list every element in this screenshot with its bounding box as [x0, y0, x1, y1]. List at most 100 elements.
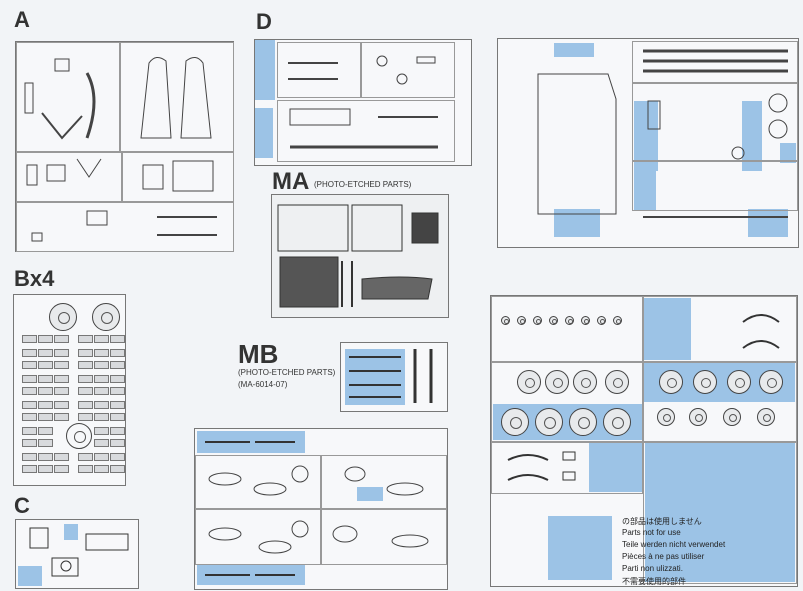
- sprue-b-idler-2: [92, 303, 120, 331]
- sprue-mb-parts: [349, 349, 433, 403]
- track-link: [22, 387, 37, 395]
- track-link: [78, 413, 93, 421]
- hull-panel-rails: [632, 41, 798, 83]
- track-link: [38, 427, 53, 435]
- figures-unused-2: [357, 487, 383, 501]
- track-link: [38, 361, 53, 369]
- sprue-d-unused-1: [255, 40, 275, 100]
- road-wheel: [603, 408, 631, 436]
- sprue-label-c: C: [14, 493, 30, 518]
- track-link: [94, 465, 109, 473]
- track-link: [54, 401, 69, 409]
- sprue-d-parts-1: [288, 62, 338, 80]
- track-link: [94, 453, 109, 461]
- road-wheel: [501, 408, 529, 436]
- sprue-a-panel-1: [16, 42, 120, 152]
- track-link: [94, 439, 109, 447]
- hull-unused-4: [742, 101, 762, 171]
- sprue-hull: [497, 38, 799, 248]
- track-link: [38, 465, 53, 473]
- legend-line-it: Parti non ulizzati.: [622, 564, 683, 573]
- track-link: [22, 361, 37, 369]
- road-wheel: [549, 316, 558, 325]
- sprue-label-d: D: [256, 9, 272, 34]
- track-link: [110, 335, 125, 343]
- sprue-d-parts-3: [289, 108, 438, 149]
- figures-panel-c: [321, 455, 447, 509]
- sprue-mb: [340, 342, 448, 412]
- track-link: [54, 349, 69, 357]
- wheels-parts-spades: [742, 314, 780, 349]
- sprue-b-center-gate: [66, 423, 92, 449]
- road-wheel: [569, 408, 597, 436]
- hull-unused-7: [748, 209, 788, 237]
- figures-panel-a: [195, 455, 321, 509]
- sprue-a-panel-5: [16, 202, 234, 252]
- track-link: [110, 387, 125, 395]
- road-wheel: [613, 316, 622, 325]
- figures-panel-b: [195, 509, 321, 565]
- track-link: [110, 439, 125, 447]
- road-wheel: [535, 408, 563, 436]
- track-link: [78, 335, 93, 343]
- track-link: [54, 361, 69, 369]
- track-link: [22, 401, 37, 409]
- sprue-a-parts-5: [31, 210, 217, 242]
- sprue-d-panel-2: [361, 42, 455, 98]
- track-link: [78, 349, 93, 357]
- track-link: [22, 453, 37, 461]
- track-link: [22, 335, 37, 343]
- sprue-a-panel-3: [16, 152, 122, 202]
- hull-unused-5: [780, 143, 796, 163]
- track-link: [54, 335, 69, 343]
- sprue-a-fenders: [140, 57, 212, 139]
- hull-parts: [537, 49, 788, 218]
- hull-panel-small: [632, 161, 798, 211]
- sprue-mb-unused: [345, 349, 405, 405]
- track-link: [110, 349, 125, 357]
- wheels-parts-bottom: [507, 451, 576, 481]
- road-wheel: [501, 316, 510, 325]
- track-link: [38, 401, 53, 409]
- figures-unused-1: [197, 431, 305, 453]
- wheels-panel-2: [643, 296, 797, 362]
- road-wheel: [573, 370, 597, 394]
- track-link: [110, 427, 125, 435]
- sprue-c: [15, 519, 139, 589]
- wheels-panel-3: [491, 362, 643, 442]
- track-link: [54, 375, 69, 383]
- track-link: [78, 401, 93, 409]
- road-wheel: [605, 370, 629, 394]
- sprue-figures: [194, 428, 448, 590]
- hull-unused-1: [554, 43, 594, 57]
- sprue-label-mb: MB: [238, 339, 279, 369]
- track-link: [38, 349, 53, 357]
- road-wheel: [597, 316, 606, 325]
- sprue-a-panel-4: [122, 152, 234, 202]
- track-link: [94, 401, 109, 409]
- track-link: [22, 427, 37, 435]
- sprue-a-parts-3: [26, 158, 102, 186]
- track-link: [94, 413, 109, 421]
- track-link: [22, 349, 37, 357]
- road-wheel: [517, 370, 541, 394]
- track-link: [54, 465, 69, 473]
- legend-swatch: [548, 516, 612, 580]
- road-wheel: [693, 370, 717, 394]
- legend-line-fr: Pièces à ne pas utiliser: [622, 552, 705, 561]
- sprue-label-ma: MA: [272, 168, 310, 195]
- sprue-label-a: A: [14, 7, 30, 32]
- sprue-ma-fret: [277, 204, 439, 308]
- road-wheel: [517, 316, 526, 325]
- sprue-b: [13, 294, 126, 486]
- track-link: [78, 465, 93, 473]
- mb-subtitle: (PHOTO-ETCHED PARTS): [238, 368, 336, 377]
- legend-line-de: Teile werden nicht verwendet: [622, 540, 726, 549]
- track-link: [94, 361, 109, 369]
- figures-panel-d: [321, 509, 447, 565]
- track-link: [110, 361, 125, 369]
- track-link: [94, 335, 109, 343]
- wheels-unused-4: [589, 442, 643, 492]
- figures-unused-3: [197, 565, 305, 585]
- sprue-c-unused-2: [18, 566, 42, 586]
